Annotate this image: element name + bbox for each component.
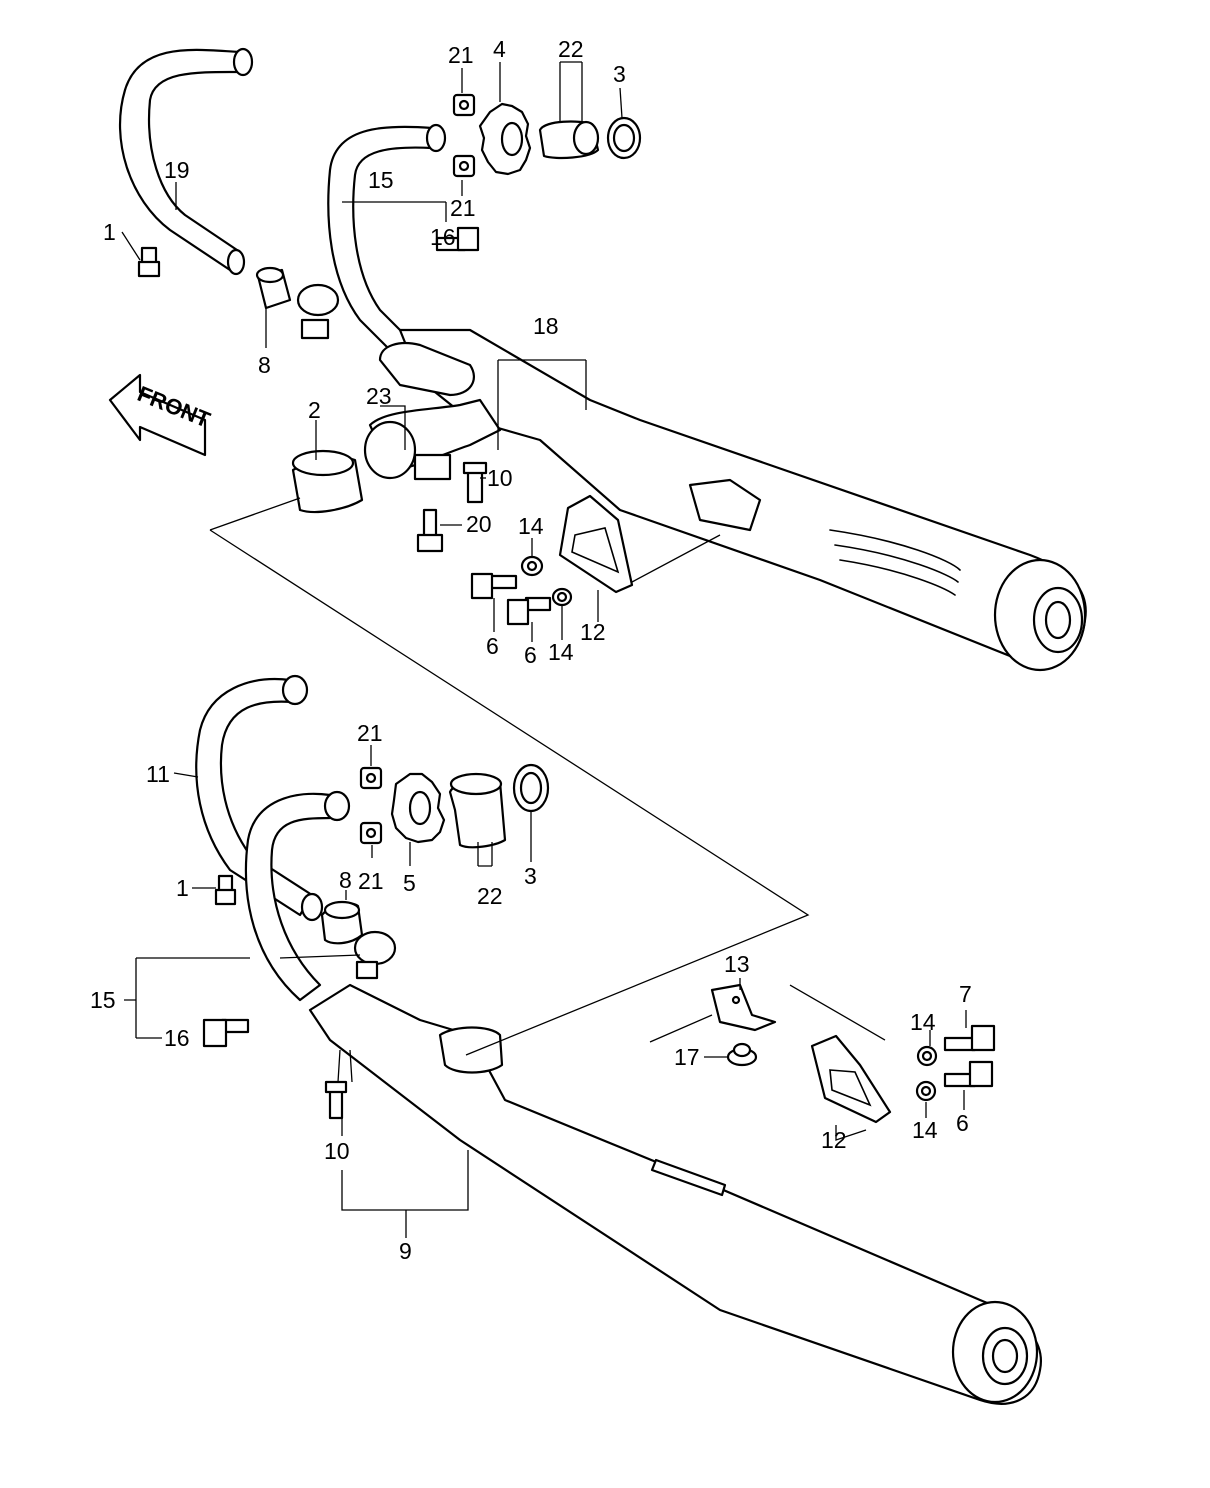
washer-14-lower-a <box>916 1045 938 1067</box>
grommet-17 <box>726 1042 758 1067</box>
label-21-lower-top: 21 <box>357 720 383 746</box>
label-11: 11 <box>146 761 170 787</box>
label-14-lower-a: 14 <box>910 1009 936 1035</box>
connector-pipe-23 <box>363 398 502 481</box>
nut-21-lower-a <box>359 766 383 790</box>
label-17: 17 <box>674 1044 700 1070</box>
bolt-16-upper <box>435 226 480 252</box>
bolt-1-upper <box>137 246 161 278</box>
label-1-lower: 1 <box>176 875 189 901</box>
label-6-top-a: 6 <box>486 633 499 659</box>
label-21-lower-mid: 21 <box>358 868 384 894</box>
nut-21-lower-b <box>359 821 383 845</box>
label-21-top: 21 <box>448 42 474 68</box>
bolt-6-b <box>506 596 552 626</box>
bracket-12-lower <box>810 1034 892 1124</box>
label-15-lower: 15 <box>90 987 116 1013</box>
label-10-lower: 10 <box>324 1138 350 1164</box>
muffler-assembly-lower <box>308 983 1042 1405</box>
bolt-6-lower <box>943 1060 994 1088</box>
bolt-16-lower <box>202 1018 250 1048</box>
label-4: 4 <box>493 36 506 62</box>
ring-3-upper <box>606 116 642 160</box>
label-15-top: 15 <box>368 167 394 193</box>
bolt-10-upper <box>462 461 488 504</box>
label-3-lower: 3 <box>524 863 537 889</box>
sleeve-22-upper <box>538 120 600 160</box>
label-22-lower: 22 <box>477 883 503 909</box>
label-14-lower-b: 14 <box>912 1117 938 1143</box>
label-22-top: 22 <box>558 36 584 62</box>
bolt-1-lower <box>214 874 237 906</box>
label-20: 20 <box>466 511 492 537</box>
washer-14-upper-a <box>520 555 544 577</box>
label-3-top: 3 <box>613 61 626 87</box>
bolt-6-a <box>470 572 518 600</box>
label-1-top: 1 <box>103 219 116 245</box>
header-pipe-11 <box>195 674 324 922</box>
sleeve-22-lower <box>448 772 507 849</box>
muffler-assembly-upper <box>378 328 1087 672</box>
collar-2 <box>291 449 364 514</box>
label-6-top-b: 6 <box>524 642 537 668</box>
bolt-20 <box>416 508 444 553</box>
label-13: 13 <box>724 951 750 977</box>
label-12-lower: 12 <box>821 1127 847 1153</box>
label-12-top: 12 <box>580 619 606 645</box>
label-9: 9 <box>399 1238 412 1264</box>
label-2: 2 <box>308 397 321 423</box>
label-5: 5 <box>403 870 416 896</box>
leader-lines <box>121 61 967 1238</box>
pipe-clamp-lower <box>353 930 397 980</box>
part-labels: 21 4 22 3 19 15 21 16 1 8 18 2 23 10 20 … <box>90 36 972 1264</box>
header-pipe-15 <box>327 123 447 362</box>
label-14-top-a: 14 <box>518 513 544 539</box>
label-18: 18 <box>533 313 559 339</box>
label-6-lower: 6 <box>956 1110 969 1136</box>
label-21-mid: 21 <box>450 195 476 221</box>
header-pipe-15-lower <box>244 790 351 1002</box>
label-10-top: 10 <box>487 465 513 491</box>
nut-21-upper-a <box>452 93 476 117</box>
label-19: 19 <box>164 157 190 183</box>
label-16-top: 16 <box>430 224 456 250</box>
header-pipe-19 <box>118 47 254 276</box>
bolt-10-lower <box>324 1080 348 1120</box>
pipe-clamp <box>296 283 340 340</box>
bracket-13 <box>710 983 777 1032</box>
label-14-top-b: 14 <box>548 639 574 665</box>
pipe-collar-8 <box>255 266 292 310</box>
ring-3-lower <box>512 763 550 813</box>
label-8-top: 8 <box>258 352 271 378</box>
collar-8-lower <box>320 900 364 945</box>
label-7: 7 <box>959 981 972 1007</box>
bolt-7 <box>943 1024 996 1052</box>
washer-14-lower-b <box>915 1080 937 1102</box>
label-8-lower: 8 <box>339 867 352 893</box>
label-16-lower: 16 <box>164 1025 190 1051</box>
front-direction-arrow: FRONT <box>108 373 214 457</box>
bracket-12-upper <box>558 494 634 594</box>
label-23: 23 <box>366 383 392 409</box>
flange-nut-4 <box>478 102 532 176</box>
flange-nut-5 <box>390 772 446 844</box>
nut-21-upper-b <box>452 154 476 178</box>
washer-14-upper-b <box>551 587 573 607</box>
